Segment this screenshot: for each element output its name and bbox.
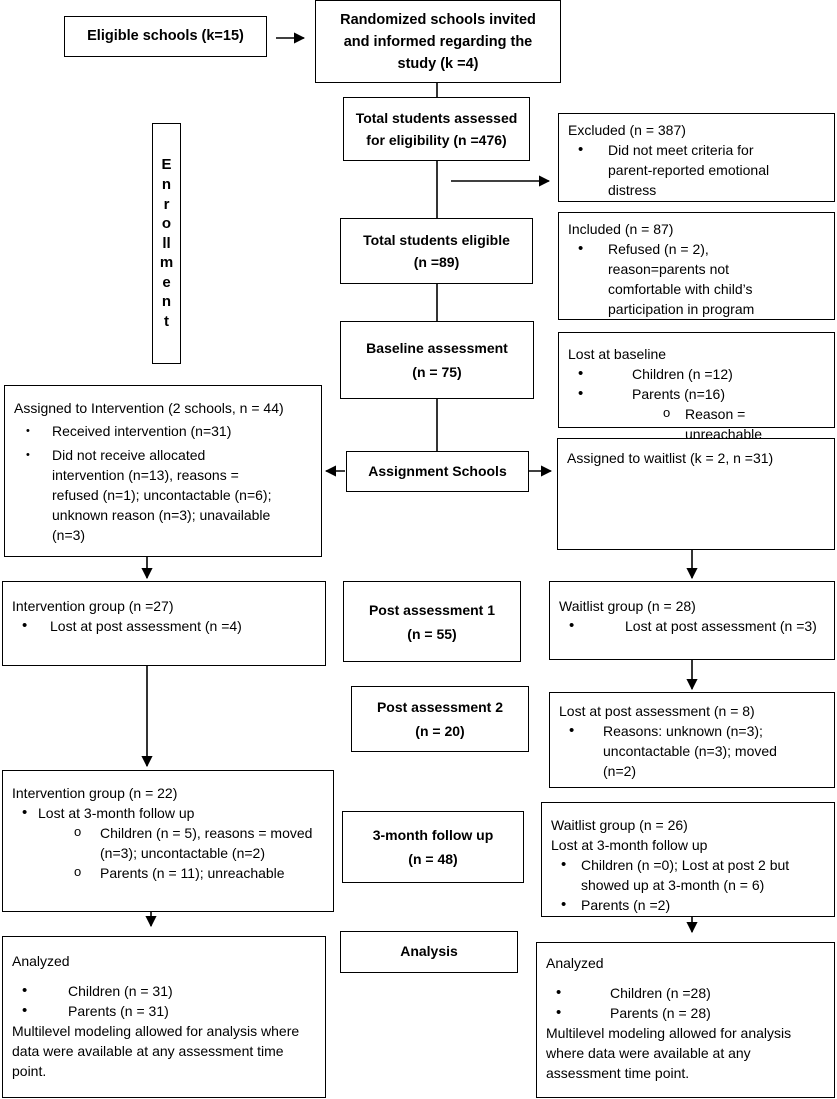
included-bullet-line-1: Refused (n = 2), xyxy=(608,241,709,257)
enrollment-letter: n xyxy=(161,293,172,311)
enrollment-letter: m xyxy=(159,254,174,272)
analyzed-left-children: Children (n = 31) xyxy=(12,981,316,1001)
included-bullet-line-3: comfortable with child’s xyxy=(608,281,753,297)
excluded-bullet-line-1: Did not meet criteria for xyxy=(608,142,754,158)
randomized-line-1: Randomized schools invited xyxy=(340,11,536,28)
lost-baseline-title: Lost at baseline xyxy=(568,346,667,362)
total-assessed-box: Total students assessed for eligibility … xyxy=(343,97,530,161)
lost-post2-title: Lost at post assessment (n = 8) xyxy=(559,703,755,719)
analysis-box: Analysis xyxy=(340,931,518,973)
waitlist-group-2-children: Children (n =0); Lost at post 2 but show… xyxy=(551,855,825,895)
waitlist-group-2-title: Waitlist group (n = 26) xyxy=(551,817,688,833)
randomized-line-3: study (k =4) xyxy=(397,55,479,72)
analyzed-right-parents: Parents (n = 28) xyxy=(546,1003,825,1023)
included-bullet-line-2: reason=parents not xyxy=(608,261,730,277)
baseline-box: Baseline assessment (n = 75) xyxy=(340,321,534,399)
total-eligible-box: Total students eligible (n =89) xyxy=(340,218,533,284)
waitlist-group-2-parents: Parents (n =2) xyxy=(551,895,825,915)
waitlist-assign-title: Assigned to waitlist (k = 2, n =31) xyxy=(567,450,774,466)
waitlist-group-1-lost: Lost at post assessment (n =3) xyxy=(559,616,825,636)
intervention-group-2-title: Intervention group (n = 22) xyxy=(12,785,178,801)
post-assessment-2-box: Post assessment 2 (n = 20) xyxy=(351,686,529,752)
enrollment-letter: ll xyxy=(162,234,171,252)
analyzed-left-box: Analyzed Children (n = 31) Parents (n = … xyxy=(2,936,326,1098)
analyzed-right-box: Analyzed Children (n =28) Parents (n = 2… xyxy=(536,942,835,1098)
excluded-box: Excluded (n = 387) Did not meet criteria… xyxy=(558,113,835,202)
eligible-line-1: Total students eligible xyxy=(363,232,510,248)
assignment-schools-text: Assignment Schools xyxy=(368,462,507,479)
circle-bullet-icon: o xyxy=(74,824,82,839)
waitlist-group-1-box: Waitlist group (n = 28) Lost at post ass… xyxy=(549,581,835,660)
analyzed-right-note: Multilevel modeling allowed for analysis… xyxy=(546,1025,792,1081)
assessed-line-2: for eligibility (n =476) xyxy=(366,132,507,148)
waitlist-group-1-title: Waitlist group (n = 28) xyxy=(559,598,696,614)
analyzed-left-title: Analyzed xyxy=(12,953,70,969)
enrollment-letter: n xyxy=(161,175,172,193)
followup-line-2: (n = 48) xyxy=(408,851,458,867)
post-assessment-1-box: Post assessment 1 (n = 55) xyxy=(343,581,521,662)
intervention-group-2-children: o Children (n = 5), reasons = moved (n=3… xyxy=(74,824,313,861)
intervention-assign-title: Assigned to Intervention (2 schools, n =… xyxy=(14,400,284,416)
included-bullet-line-4: participation in program xyxy=(608,301,755,317)
intervention-group-2-parents: o Parents (n = 11); unreachable xyxy=(74,864,285,881)
analyzed-right-children: Children (n =28) xyxy=(546,983,825,1003)
lost-baseline-box: Lost at baseline Children (n =12) Parent… xyxy=(558,332,835,442)
excluded-bullet-line-3: distress xyxy=(608,182,657,198)
baseline-line-2: (n = 75) xyxy=(412,364,462,380)
circle-bullet-icon: o xyxy=(663,405,671,420)
lost-baseline-parents: Parents (n=16) xyxy=(568,384,825,404)
waitlist-group-2-box: Waitlist group (n = 26) Lost at 3-month … xyxy=(541,802,835,917)
circle-bullet-icon: o xyxy=(74,864,82,879)
randomized-schools-box: Randomized schools invited and informed … xyxy=(315,0,561,83)
post2-line-1: Post assessment 2 xyxy=(376,699,504,715)
enrollment-letter: r xyxy=(163,195,170,213)
eligible-schools-box: Eligible schools (k=15) xyxy=(64,16,267,57)
analyzed-left-parents: Parents (n = 31) xyxy=(12,1001,316,1021)
intervention-group-1-title: Intervention group (n =27) xyxy=(12,598,174,614)
intervention-group-1-lost: Lost at post assessment (n =4) xyxy=(12,616,316,636)
included-box: Included (n = 87) Refused (n = 2), reaso… xyxy=(558,212,835,320)
eligible-schools-text: Eligible schools (k=15) xyxy=(87,27,244,44)
intervention-group-2-box: Intervention group (n = 22) Lost at 3-mo… xyxy=(2,770,334,912)
enrollment-letter: e xyxy=(162,273,171,291)
randomized-line-2: and informed regarding the xyxy=(343,33,533,50)
post1-line-2: (n = 55) xyxy=(407,625,457,642)
lost-post2-reasons: Reasons: unknown (n=3); uncontactable (n… xyxy=(559,721,825,781)
included-bullet: Refused (n = 2), reason=parents not comf… xyxy=(568,239,825,319)
excluded-bullet: Did not meet criteria for parent-reporte… xyxy=(568,140,825,200)
baseline-line-1: Baseline assessment xyxy=(366,340,508,356)
followup-box: 3-month follow up (n = 48) xyxy=(342,811,524,883)
post2-line-2: (n = 20) xyxy=(415,723,465,739)
intervention-group-2-lost: Lost at 3-month follow up xyxy=(12,803,324,823)
waitlist-group-2-lost: Lost at 3-month follow up xyxy=(551,837,708,853)
excluded-bullet-line-2: parent-reported emotional xyxy=(608,162,770,178)
post1-line-1: Post assessment 1 xyxy=(368,601,496,618)
included-title: Included (n = 87) xyxy=(568,221,674,237)
enrollment-letter: E xyxy=(161,156,172,174)
lost-baseline-children: Children (n =12) xyxy=(568,364,825,384)
eligible-line-2: (n =89) xyxy=(413,254,460,270)
excluded-title: Excluded (n = 387) xyxy=(568,122,686,138)
analyzed-right-title: Analyzed xyxy=(546,955,604,971)
intervention-group-1-box: Intervention group (n =27) Lost at post … xyxy=(2,581,326,666)
intervention-not-received: Did not receive allocated intervention (… xyxy=(14,445,312,545)
enrollment-letter: o xyxy=(161,215,172,233)
enrollment-letter: t xyxy=(164,313,169,331)
intervention-assign-box: Assigned to Intervention (2 schools, n =… xyxy=(4,385,322,557)
assessed-line-1: Total students assessed xyxy=(355,110,518,126)
analyzed-left-note: Multilevel modeling allowed for analysis… xyxy=(12,1023,300,1079)
intervention-received: Received intervention (n=31) xyxy=(14,421,312,441)
lost-post2-box: Lost at post assessment (n = 8) Reasons:… xyxy=(549,692,835,788)
waitlist-assign-box: Assigned to waitlist (k = 2, n =31) xyxy=(557,438,835,550)
assignment-schools-box: Assignment Schools xyxy=(346,451,529,492)
analysis-text: Analysis xyxy=(400,943,458,960)
followup-line-1: 3-month follow up xyxy=(372,827,494,843)
